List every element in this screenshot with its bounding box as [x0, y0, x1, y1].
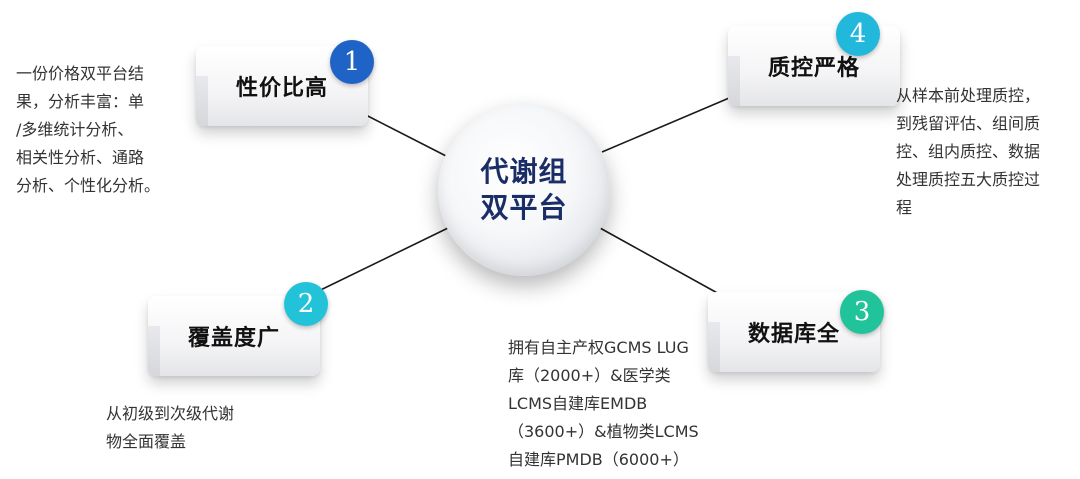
center-hub: 代谢组 双平台	[438, 104, 610, 276]
description-line: 拥有自主产权GCMS LUG	[508, 338, 689, 357]
card-notch	[708, 322, 720, 372]
feature-title-4: 质控严格	[767, 56, 860, 81]
connector-line-4	[601, 89, 749, 153]
description-line: 处理质控五大质控过	[896, 170, 1041, 189]
feature-description-1: 一份价格双平台结 果，分析丰富：单 /多维统计分析、 相关性分析、通路 分析、个…	[16, 60, 160, 200]
center-title-line2: 双平台	[480, 191, 568, 224]
description-line: 物全面覆盖	[106, 432, 187, 451]
description-line: /多维统计分析、	[16, 120, 134, 139]
card-notch	[148, 326, 160, 376]
description-line: 从初级到次级代谢	[106, 404, 235, 423]
description-line: 果，分析丰富：单	[16, 92, 145, 111]
feature-description-3: 拥有自主产权GCMS LUG 库（2000+）&医学类 LCMS自建库EMDB …	[508, 334, 699, 474]
card-notch	[196, 76, 208, 126]
number-badge-4: 4	[836, 12, 880, 56]
description-line: 控、组内质控、数据	[896, 142, 1041, 161]
center-title-line1: 代谢组	[480, 155, 568, 188]
description-line: 自建库PMDB（6000+）	[508, 450, 689, 469]
description-line: LCMS自建库EMDB	[508, 394, 648, 413]
connector-line-1	[359, 111, 451, 159]
description-line: 从样本前处理质控，	[896, 86, 1041, 105]
connector-line-3	[599, 227, 731, 301]
number-badge-1: 1	[330, 40, 374, 84]
feature-description-2: 从初级到次级代谢 物全面覆盖	[106, 400, 234, 456]
description-line: 分析、个性化分析。	[16, 176, 161, 195]
description-line: （3600+）&植物类LCMS	[508, 422, 699, 441]
feature-title-2: 覆盖度广	[187, 326, 280, 351]
description-line: 一份价格双平台结	[16, 64, 145, 83]
description-line: 到残留评估、组间质	[896, 114, 1041, 133]
description-line: 程	[896, 198, 913, 217]
connector-line-2	[299, 227, 449, 301]
description-line: 相关性分析、通路	[16, 148, 145, 167]
number-badge-3: 3	[840, 290, 884, 334]
feature-title-3: 数据库全	[747, 322, 840, 347]
feature-title-1: 性价比高	[235, 76, 328, 101]
description-line: 库（2000+）&医学类	[508, 366, 671, 385]
feature-description-4: 从样本前处理质控， 到残留评估、组间质 控、组内质控、数据 处理质控五大质控过 …	[896, 82, 1040, 222]
number-badge-2: 2	[284, 282, 328, 326]
card-notch	[728, 56, 740, 106]
